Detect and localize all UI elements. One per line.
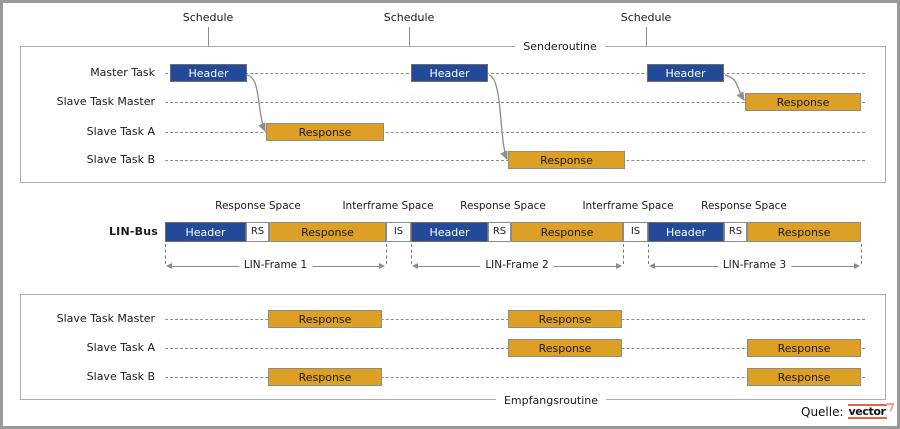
- lin-frame-2-arrow-left: [412, 263, 418, 269]
- recv-response-block-4[interactable]: Response: [268, 368, 382, 386]
- recv-row-label-0: Slave Task Master: [56, 312, 155, 325]
- space-caption-0: Response Space: [215, 200, 301, 212]
- schedule-pointer-line-3: [646, 27, 647, 59]
- send-row-label-2: Slave Task A: [86, 125, 155, 138]
- space-caption-1: Interframe Space: [342, 200, 434, 212]
- send-row-label-3: Slave Task B: [86, 153, 155, 166]
- space-caption-2: Response Space: [460, 200, 546, 212]
- vector-logo: vector: [847, 404, 887, 419]
- lin-frame-3-arrow-left: [649, 263, 655, 269]
- bus-segment-header-8[interactable]: Header: [648, 222, 724, 242]
- recv-response-block-5[interactable]: Response: [747, 368, 861, 386]
- lin-frame-2-arrow-right: [616, 263, 622, 269]
- bus-segment-response-2[interactable]: Response: [269, 222, 386, 242]
- lin-frame-1-arrow-left: [166, 263, 172, 269]
- send-row-label-0: Master Task: [90, 66, 155, 79]
- bus-segment-space-1[interactable]: RS: [246, 222, 269, 242]
- empfangsroutine-title: Empfangsroutine: [495, 394, 607, 407]
- lin-frame-1-arrow-right: [379, 263, 385, 269]
- recv-row-label-1: Slave Task A: [86, 341, 155, 354]
- space-caption-4: Response Space: [701, 200, 787, 212]
- lin-frame-3-arrow-right: [854, 263, 860, 269]
- space-caption-3: Interframe Space: [582, 200, 674, 212]
- recv-response-block-1[interactable]: Response: [508, 310, 622, 328]
- bus-segment-space-9[interactable]: RS: [724, 222, 747, 242]
- empfangsroutine-frame: [20, 294, 886, 400]
- lin-bus-label: LIN-Bus: [108, 225, 158, 238]
- senderoutine-title: Senderoutine: [515, 40, 605, 53]
- schedule-pointer-line-2: [409, 27, 410, 59]
- lin-frame-3-tick-0: [648, 244, 649, 264]
- lin-frame-3-label: LIN-Frame 3: [717, 259, 792, 271]
- recv-response-block-3[interactable]: Response: [747, 339, 861, 357]
- bus-segment-response-6[interactable]: Response: [511, 222, 623, 242]
- send-timeline-0: [165, 73, 865, 74]
- source-credit: Quelle: vector: [801, 404, 887, 419]
- schedule-label-2: Schedule: [383, 11, 435, 24]
- send-header-block-1[interactable]: Header: [411, 64, 488, 82]
- lin-frame-2-tick-0: [411, 244, 412, 264]
- send-response-block-3[interactable]: Response: [745, 93, 861, 111]
- schedule-pointer-line-1: [208, 27, 209, 59]
- bus-segment-header-4[interactable]: Header: [411, 222, 488, 242]
- lin-frame-1-tick-0: [165, 244, 166, 264]
- send-response-block-4[interactable]: Response: [266, 123, 384, 141]
- send-timeline-2: [165, 132, 865, 133]
- send-row-label-1: Slave Task Master: [56, 95, 155, 108]
- lin-frame-2-label: LIN-Frame 2: [480, 259, 554, 271]
- recv-row-label-2: Slave Task B: [86, 370, 155, 383]
- schedule-label-3: Schedule: [620, 11, 672, 24]
- recv-response-block-2[interactable]: Response: [508, 339, 622, 357]
- lin-frame-3-tick-1: [861, 244, 862, 264]
- lin-frame-1-tick-1: [386, 244, 387, 264]
- recv-response-block-0[interactable]: Response: [268, 310, 382, 328]
- lin-frame-1-label: LIN-Frame 1: [238, 259, 313, 271]
- source-prefix: Quelle:: [801, 404, 844, 419]
- bus-segment-header-0[interactable]: Header: [165, 222, 246, 242]
- send-response-block-5[interactable]: Response: [508, 151, 625, 169]
- bus-segment-space-3[interactable]: IS: [386, 222, 411, 242]
- send-timeline-1: [165, 102, 865, 103]
- bus-segment-response-10[interactable]: Response: [747, 222, 861, 242]
- lin-frame-2-tick-1: [623, 244, 624, 264]
- send-header-block-0[interactable]: Header: [170, 64, 247, 82]
- send-header-block-2[interactable]: Header: [647, 64, 724, 82]
- bus-segment-space-5[interactable]: RS: [488, 222, 511, 242]
- recv-timeline-2: [165, 377, 865, 378]
- schedule-label-1: Schedule: [182, 11, 234, 24]
- bus-segment-space-7[interactable]: IS: [623, 222, 648, 242]
